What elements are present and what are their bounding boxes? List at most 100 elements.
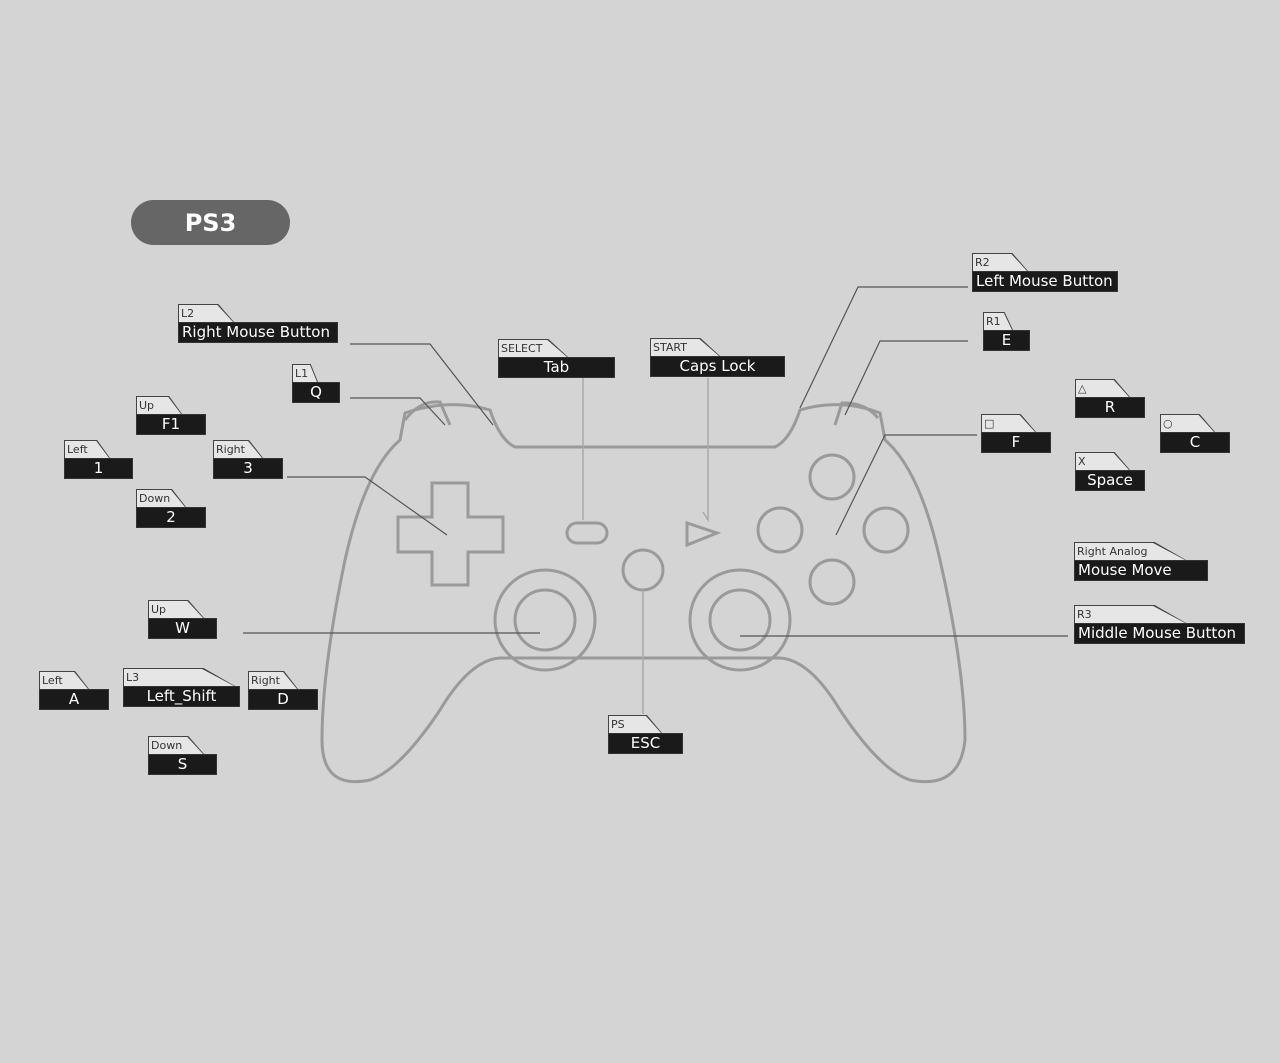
button-name: Right Analog xyxy=(1075,543,1185,560)
key-binding: F1 xyxy=(136,414,206,435)
button-name-tab: L3 xyxy=(123,668,235,686)
button-name-tab: Down xyxy=(148,736,204,754)
dpad-connector xyxy=(287,476,448,536)
l2-bumper-edge xyxy=(403,400,452,426)
button-name: SELECT xyxy=(499,340,567,357)
button-name-tab: L1 xyxy=(292,364,318,382)
button-name: R2 xyxy=(973,254,1027,271)
left-stick-inner xyxy=(513,588,577,652)
button-name: Right xyxy=(214,441,262,458)
button-name-tab: Right Analog xyxy=(1074,542,1186,560)
button-name: Up xyxy=(137,397,181,414)
button-name: L2 xyxy=(179,305,233,322)
button-name-tab: Left xyxy=(64,440,110,458)
button-name: START xyxy=(651,339,719,356)
key-binding: ESC xyxy=(608,733,683,754)
key-binding: Middle Mouse Button xyxy=(1074,623,1245,644)
circle-button-shape xyxy=(862,506,910,554)
select-button-shape xyxy=(565,521,609,545)
controller-title-badge: PS3 xyxy=(131,200,290,245)
square-button-shape xyxy=(756,506,804,554)
mapping-label-triangle: △R xyxy=(1075,379,1145,418)
right-stick-outer xyxy=(688,568,792,672)
key-binding: R xyxy=(1075,397,1145,418)
key-binding: C xyxy=(1160,432,1230,453)
l1-connector xyxy=(350,397,446,426)
l2-connector xyxy=(350,343,494,426)
button-name-tab: L2 xyxy=(178,304,234,322)
button-name: Down xyxy=(149,737,203,754)
button-name: Left xyxy=(40,672,88,689)
button-name-tab: Right xyxy=(213,440,263,458)
button-name: L3 xyxy=(124,669,234,686)
key-binding: Right Mouse Button xyxy=(178,322,338,343)
button-name: L1 xyxy=(293,365,317,382)
button-name-tab: R3 xyxy=(1074,605,1186,623)
face-buttons-connector xyxy=(835,434,977,536)
key-binding: S xyxy=(148,754,217,775)
button-name: △ xyxy=(1076,380,1129,397)
button-name-tab: Up xyxy=(148,600,204,618)
button-name-tab: R2 xyxy=(972,253,1028,271)
button-name-tab: X xyxy=(1075,452,1130,470)
key-binding: Caps Lock xyxy=(650,356,785,377)
triangle-button-shape xyxy=(808,453,856,501)
button-name-tab: Right xyxy=(248,671,298,689)
key-binding: D xyxy=(248,689,318,710)
mapping-label-square: □F xyxy=(981,414,1051,453)
button-name-tab: ○ xyxy=(1160,414,1215,432)
key-binding: 1 xyxy=(64,458,133,479)
button-name-tab: □ xyxy=(981,414,1036,432)
button-name: X xyxy=(1076,453,1129,470)
button-name: Up xyxy=(149,601,203,618)
key-binding: 3 xyxy=(213,458,283,479)
key-binding: A xyxy=(39,689,109,710)
button-name: R3 xyxy=(1075,606,1185,623)
button-name: Down xyxy=(137,490,185,507)
key-binding: E xyxy=(983,330,1030,351)
button-name-tab: R1 xyxy=(983,312,1013,330)
button-name-tab: PS xyxy=(608,715,662,733)
ps-button-shape xyxy=(621,548,665,592)
controller-body-outline xyxy=(320,403,967,784)
key-binding: Q xyxy=(292,382,340,403)
button-name-tab: SELECT xyxy=(498,339,568,357)
key-binding: Mouse Move xyxy=(1074,560,1208,581)
button-name: □ xyxy=(982,415,1035,432)
button-name: Left xyxy=(65,441,109,458)
start-button-shape xyxy=(685,520,722,548)
key-binding: Left_Shift xyxy=(123,686,240,707)
button-name-tab: START xyxy=(650,338,720,356)
left-stick-outer xyxy=(493,568,597,672)
button-name-tab: Down xyxy=(136,489,186,507)
button-name-tab: △ xyxy=(1075,379,1130,397)
r2-connector xyxy=(799,286,968,409)
right-stick-inner xyxy=(708,588,772,652)
button-name: Right xyxy=(249,672,297,689)
start-connector xyxy=(702,378,709,523)
button-name: R1 xyxy=(984,313,1012,330)
key-binding: Space xyxy=(1075,470,1145,491)
key-binding: Tab xyxy=(498,357,615,378)
key-binding: Left Mouse Button xyxy=(972,271,1118,292)
r1-connector xyxy=(844,340,968,416)
button-name-tab: Up xyxy=(136,396,182,414)
cross-button-shape xyxy=(808,558,856,606)
mapping-label-circle: ○C xyxy=(1160,414,1230,453)
